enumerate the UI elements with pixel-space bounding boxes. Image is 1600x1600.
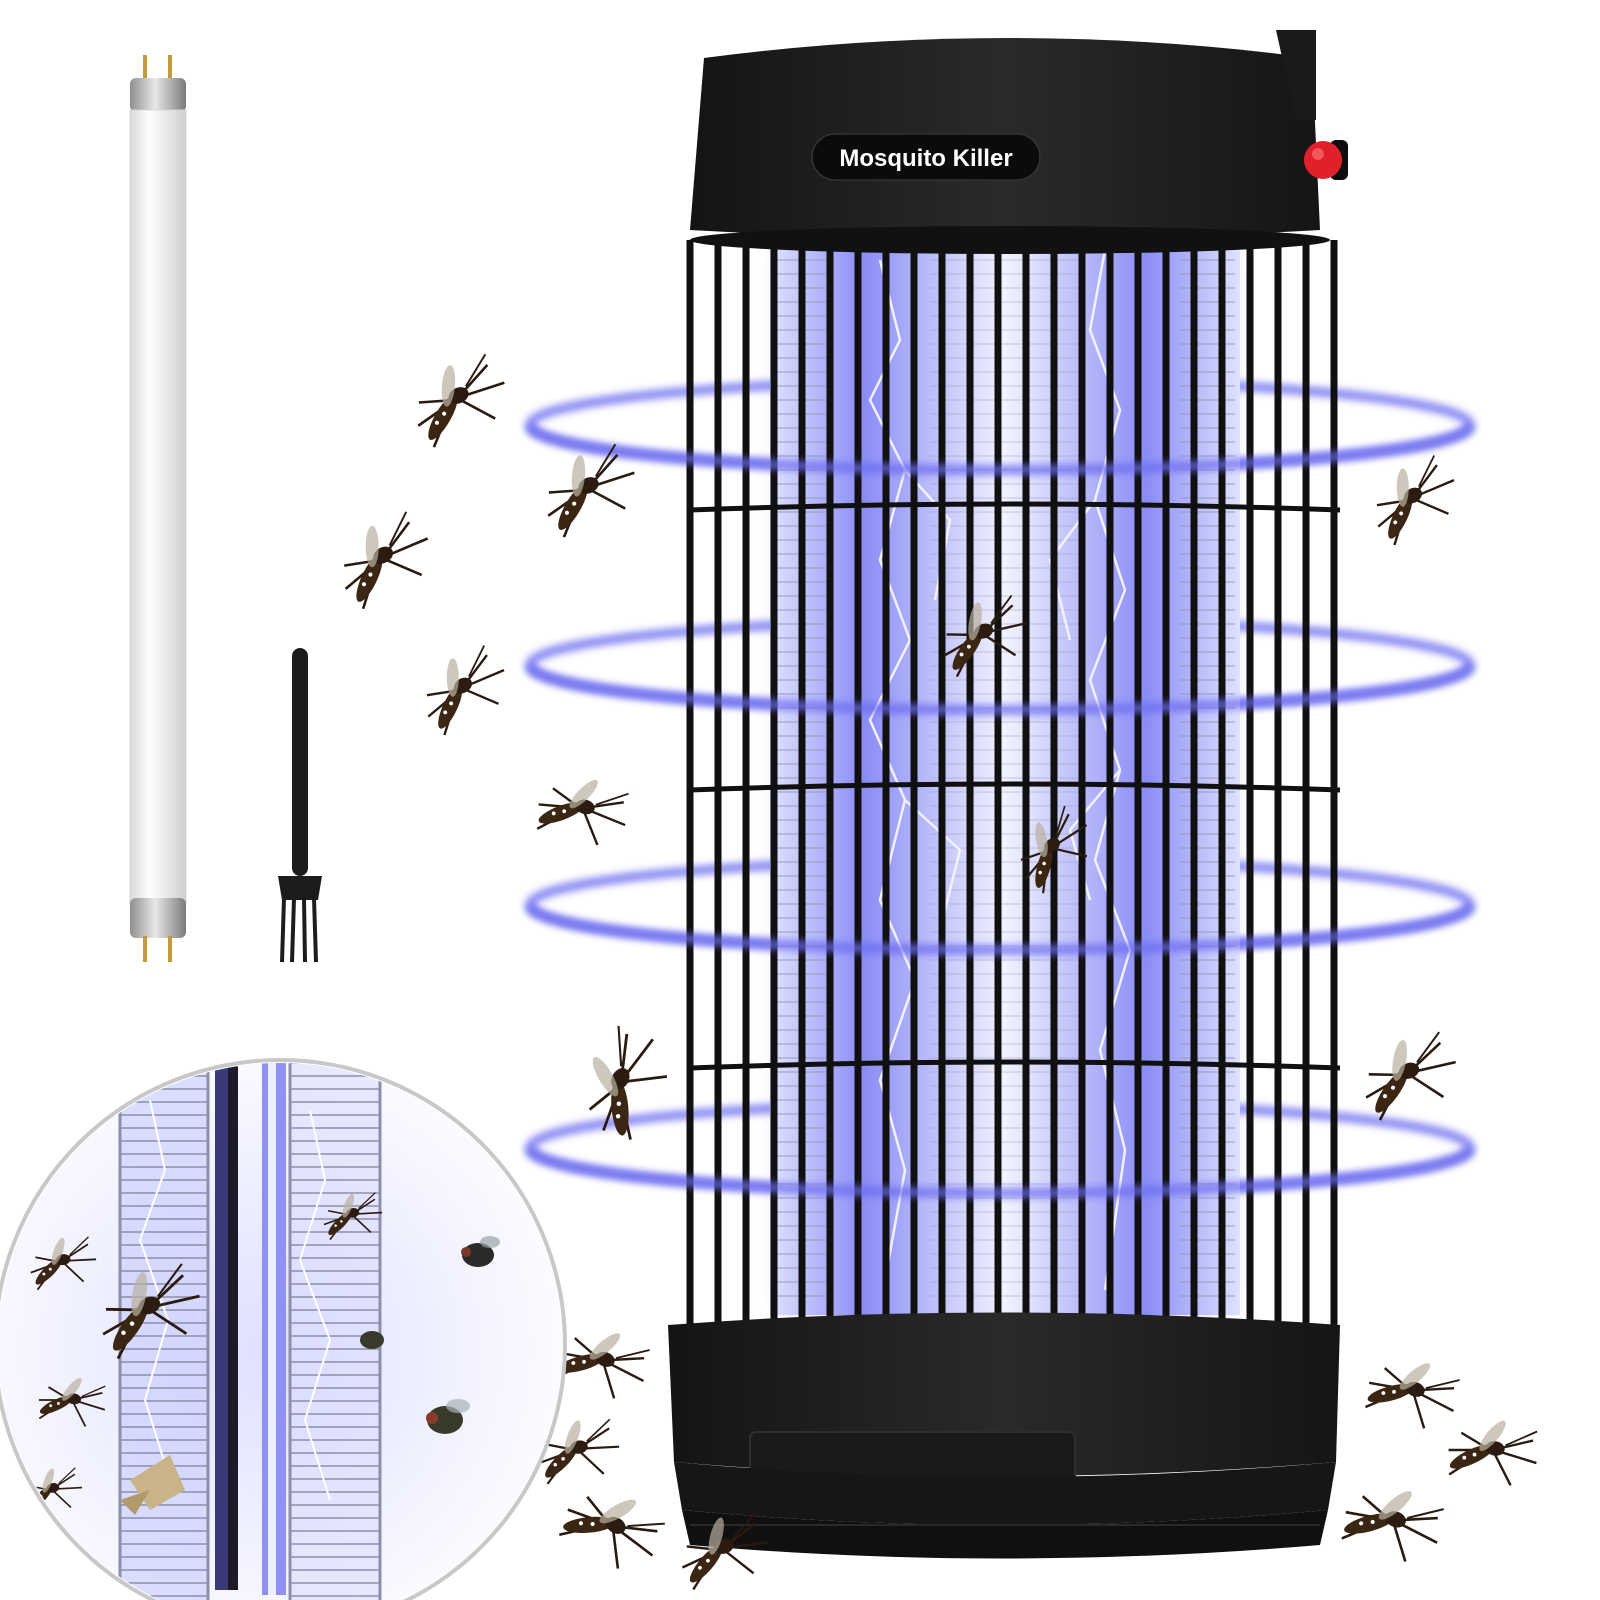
detail-inset bbox=[0, 1058, 567, 1600]
top-housing: Mosquito Killer bbox=[690, 30, 1330, 254]
cleaning-brush bbox=[278, 648, 322, 963]
bottom-housing bbox=[668, 1312, 1340, 1559]
fly-icon bbox=[360, 1236, 500, 1434]
bug-zapper: Mosquito Killer bbox=[668, 30, 1348, 1559]
moth-icon bbox=[120, 1455, 185, 1515]
replacement-uv-tube bbox=[129, 55, 187, 962]
product-label: Mosquito Killer bbox=[839, 145, 1012, 172]
power-switch bbox=[1304, 140, 1348, 180]
